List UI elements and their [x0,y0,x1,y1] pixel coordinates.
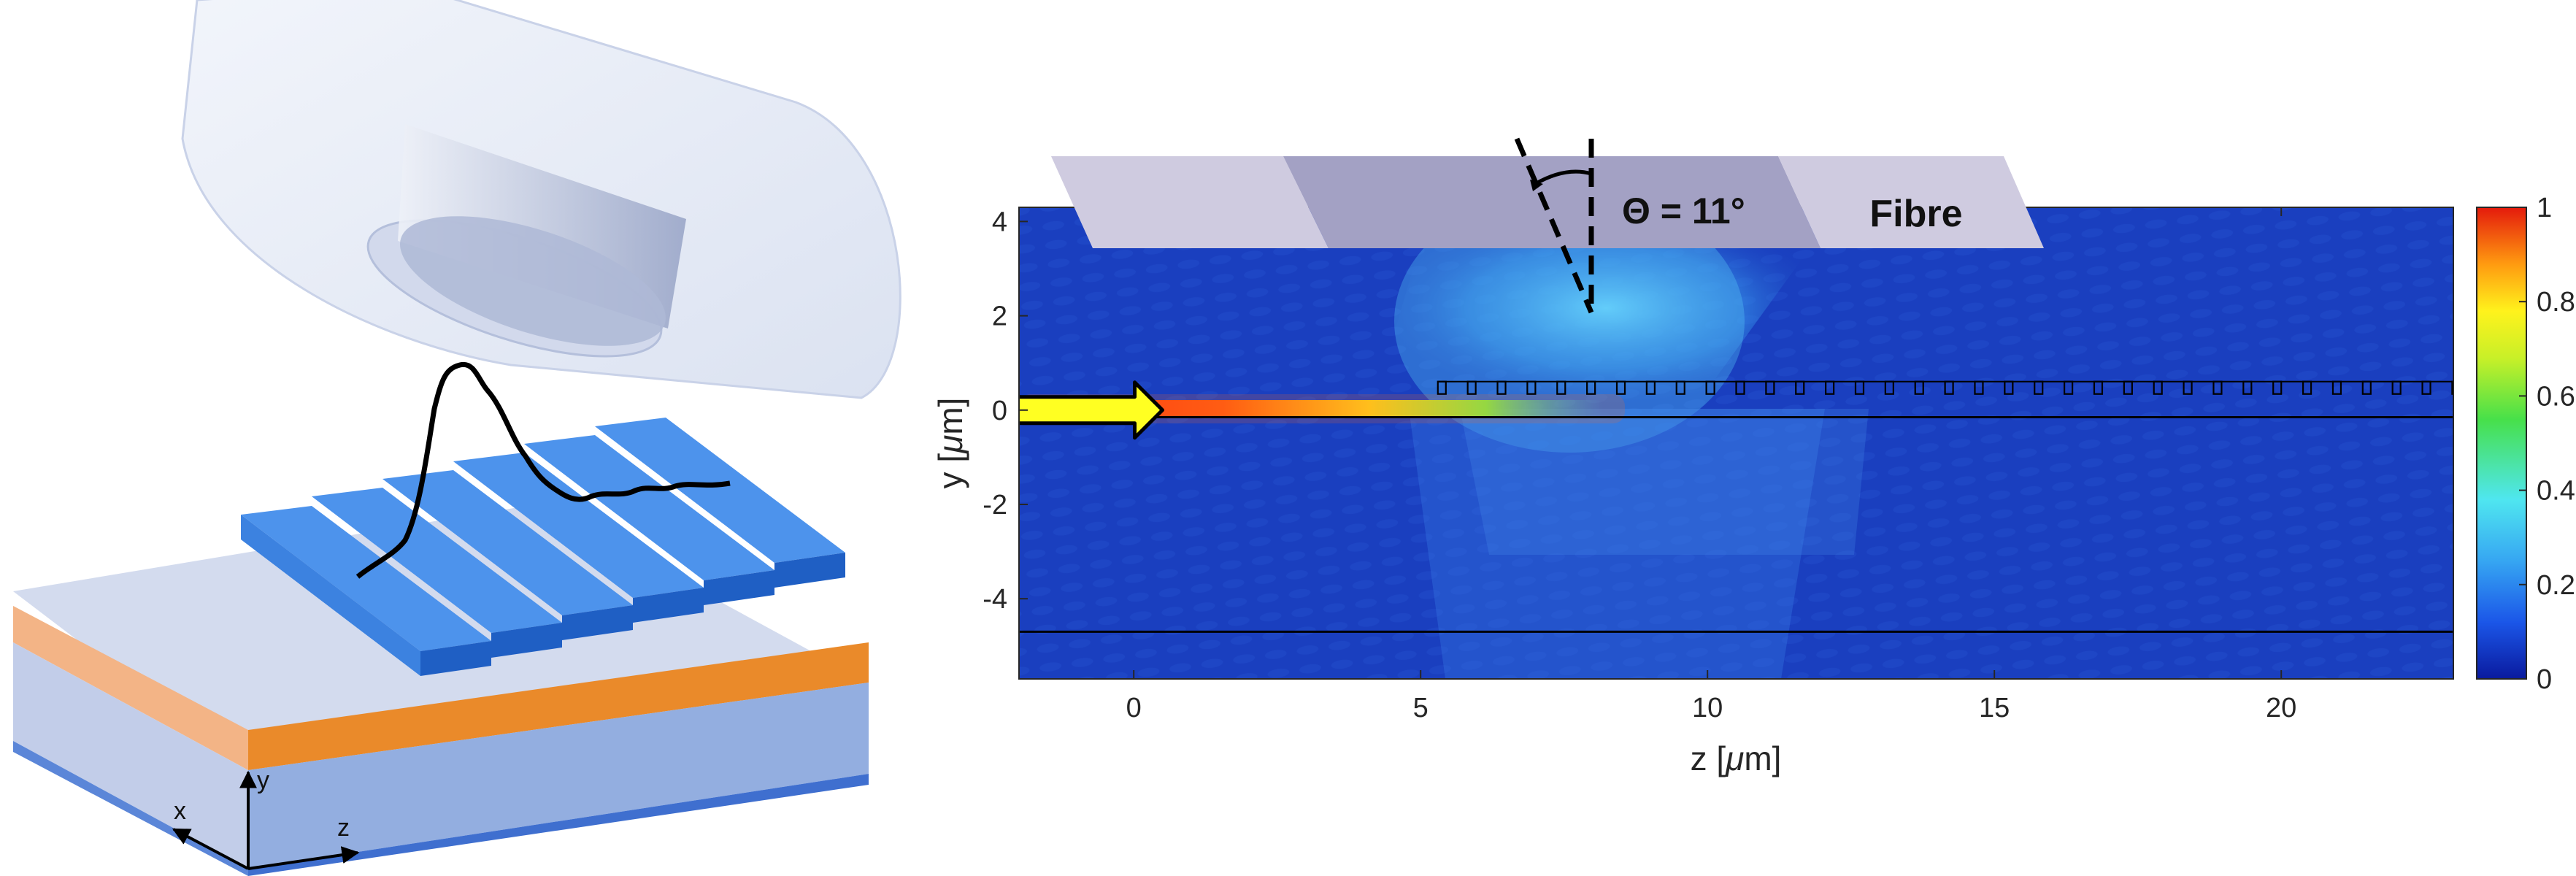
y-tick-label: 4 [992,207,1007,237]
grating-element [2183,380,2193,395]
fibre-label: Fibre [1869,193,1962,235]
axis-label-z: z [337,814,350,842]
x-tick-label: 5 [1413,693,1429,723]
guided-mode [1019,400,1603,418]
grating-element [2034,380,2044,395]
y-tick-label: -4 [983,584,1007,615]
x-tick-label: 0 [1126,693,1142,723]
y-tick-label: -2 [983,490,1007,520]
y-ticks: 4 2 0 -2 -4 [983,207,1028,615]
grating-element [1884,380,1894,395]
grating-element [2123,380,2133,395]
axis-label-x: x [174,797,186,825]
grating-element [1437,380,1447,395]
colorbar-tick-label: 0.8 [2537,287,2575,318]
grating-element [1705,380,1715,395]
grating-tooth [453,453,704,623]
colorbar-ticks: 1 0.8 0.6 0.4 0.2 0 [2519,193,2575,695]
field-profile-curve [355,361,731,579]
x-axis-label: z [μm] [1691,739,1782,777]
grating-element [1825,380,1835,395]
grating-element [1496,380,1507,395]
grating-element [2212,380,2223,395]
grating-element [2242,380,2253,395]
radiated-beam [1372,207,1839,409]
grating-element [1735,380,1745,395]
grating-element [1556,380,1566,395]
grating-element [2004,380,2014,395]
grating-element [1795,380,1805,395]
grating-element [1466,380,1477,395]
grating-element [1615,380,1626,395]
coordinate-axes: y z x [172,766,360,870]
colorbar-tick-label: 0 [2537,664,2552,695]
grating-element [1645,380,1656,395]
grating-element [2302,380,2312,395]
x-ticks: 0 5 10 15 20 [1126,207,2296,723]
grating-element [1675,380,1685,395]
grating-element [2093,380,2104,395]
grating-element [1765,380,1775,395]
colorbar-tick-label: 0.2 [2537,570,2575,601]
grating-tooth [382,470,633,640]
grating-element [2331,380,2342,395]
fibre-axis-tilted [1514,137,1594,314]
grating-tooth [312,488,562,658]
grating-tooth [595,418,845,588]
grating-element [2451,380,2453,395]
grating-teeth [241,418,845,676]
grating-element [1914,380,1924,395]
grating-element [1586,380,1596,395]
y-axis-label: y [μm] [931,398,969,489]
grating-element [1974,380,1984,395]
angle-label: Θ = 11° [1622,191,1745,231]
axis-label-y: y [257,766,269,794]
colorbar-gradient [2476,207,2527,680]
colorbar-tick-label: 0.6 [2537,381,2575,412]
input-arrow [1019,380,1164,440]
grating-element [2153,380,2163,395]
grating-element [2063,380,2074,395]
x-tick-label: 10 [1692,693,1723,723]
grating-element [1526,380,1537,395]
fibre-lens [181,0,901,399]
x-tick-label: 15 [1979,693,2010,723]
colorbar-tick-label: 0.4 [2537,476,2575,507]
y-tick-label: 2 [992,301,1007,332]
grating-element [2391,380,2402,395]
y-tick-label: 0 [992,396,1007,426]
grating-coupler-illustration: y z x [13,0,901,876]
grating-tooth [524,435,774,605]
grating-element [1944,380,1954,395]
grating-element [1854,380,1865,395]
grating-elements [1437,380,2453,395]
grating-element [2272,380,2283,395]
x-tick-label: 20 [2266,693,2296,723]
fibre-overlay: Fibre Θ = 11° [1051,137,2044,314]
colorbar-tick-label: 1 [2537,193,2552,223]
colorbar: 1 0.8 0.6 0.4 0.2 0 [2476,193,2575,695]
grating-element [2361,380,2372,395]
grating-tooth [241,506,491,676]
angle-arc [1534,169,1592,186]
grating-element [2421,380,2431,395]
